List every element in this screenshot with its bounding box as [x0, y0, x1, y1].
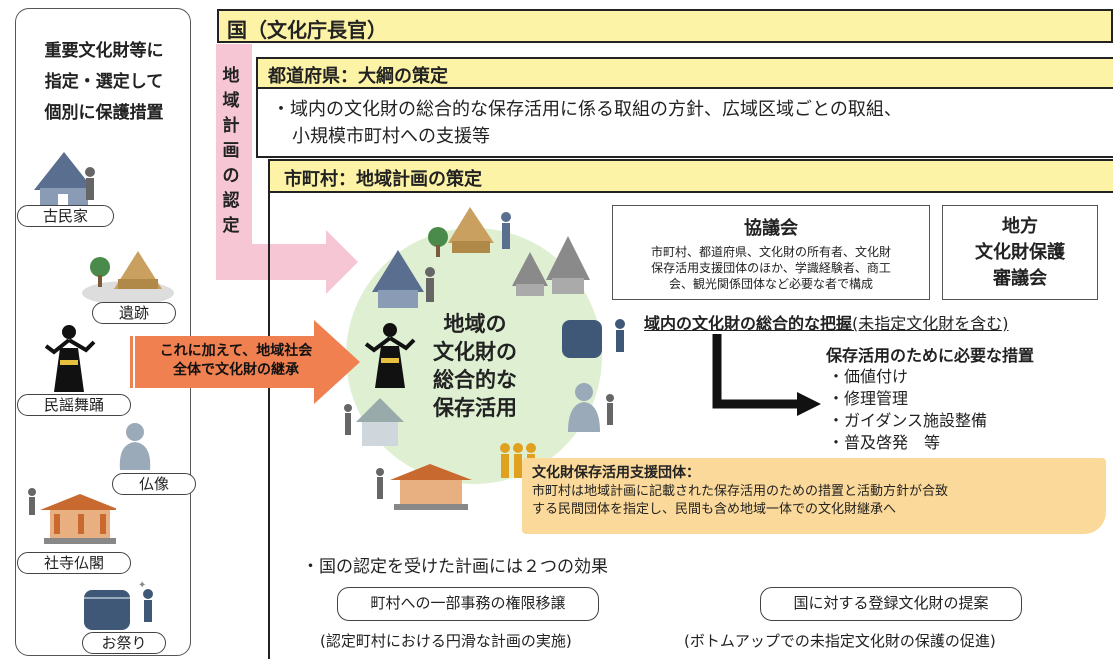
measures-title: 保存活用のために必要な措置: [826, 346, 1035, 365]
grasp-note: (未指定文化財を含む): [852, 314, 1009, 333]
measures-arrow: [712, 334, 821, 416]
festival-drum-icon: ✦: [84, 580, 153, 630]
svg-text:✦: ✦: [138, 580, 146, 591]
municipality-header: 市町村：地域計画の策定: [268, 159, 1113, 193]
circle-buddha-icon: [568, 383, 614, 432]
circle-dancer-icon: [364, 323, 416, 388]
small-house-icon: [344, 398, 404, 446]
national-header: 国（文化庁長官）: [217, 9, 1113, 43]
circle-temple-icon: [376, 464, 472, 510]
grasp-line: 域内の文化財の総合的な把握(未指定文化財を含む): [644, 310, 1009, 334]
local-council-box: 地方 文化財保護 審議会: [942, 205, 1098, 300]
grasp-main: 域内の文化財の総合的な把握: [644, 314, 853, 333]
council-box: 協議会 市町村、都道府県、文化財の所有者、文化財 保存活用支援団体のほか、学識経…: [612, 205, 930, 300]
old-house-icon: [34, 152, 95, 206]
dancer-icon: [44, 325, 96, 392]
circle-text: 地域の 文化財の 総合的な 保存活用: [433, 312, 517, 420]
council-title: 協議会: [744, 218, 798, 239]
item-temple: 社寺仏閣: [17, 552, 131, 574]
effect-box-right: 国に対する登録文化財の提案: [760, 587, 1022, 621]
prefecture-title: 都道府県：大綱の策定: [268, 66, 448, 87]
effect-box-left: 町村への一部事務の権限移譲: [337, 587, 599, 621]
left-panel-heading: 重要文化財等に 指定・選定して 個別に保護措置: [44, 41, 164, 123]
council-body: 市町村、都道府県、文化財の所有者、文化財 保存活用支援団体のほか、学識経験者、商…: [650, 245, 891, 291]
item-festival: お祭り: [82, 632, 166, 654]
effect-note-right: (ボトムアップでの未指定文化財の保護の促進): [684, 632, 996, 650]
support-org-line2: する民間団体を指定し、民間も含め地域一体での文化財継承へ: [532, 502, 897, 517]
gassho-house-pair-icon: [512, 236, 590, 296]
circle-drum-icon: [562, 319, 625, 358]
temple-icon: [28, 488, 116, 544]
item-old-house: 古民家: [17, 205, 114, 227]
national-title: 国（文化庁長官）: [227, 18, 387, 42]
buddha-statue-icon: [119, 423, 151, 470]
item-folk-dance: 民謡舞踊: [17, 394, 131, 416]
society-arrow-text: これに加えて、地域社会 全体で文化財の継承: [159, 343, 313, 378]
left-panel: [15, 8, 191, 656]
prefecture-header: 都道府県：大綱の策定: [256, 57, 1113, 89]
thatched-house-icon: [428, 207, 511, 257]
prefecture-body: ・域内の文化財の総合的な保存活用に係る取組の方針、広域区域ごとの取組、 小規模市…: [272, 99, 902, 147]
certification-label: 地 域 計 画 の 認 定: [222, 66, 240, 236]
support-org-box: 文化財保存活用支援団体： 市町村は地域計画に記載された保存活用のための措置と活動…: [522, 458, 1106, 534]
municipality-title: 市町村：地域計画の策定: [284, 169, 482, 190]
effect-note-left: (認定町村における円滑な計画の実施): [320, 632, 572, 650]
measures-list: ・価値付け ・修理管理 ・ガイダンス施設整備 ・普及啓発 等: [828, 367, 988, 452]
effects-heading: ・国の認定を受けた計画には２つの効果: [302, 557, 608, 577]
ruins-icon: [82, 251, 174, 305]
society-arrow: [126, 320, 360, 404]
item-buddha-statue: 仏像: [112, 473, 196, 495]
item-ruins: 遺跡: [92, 302, 176, 324]
gassho-house-icon: [372, 250, 435, 308]
certification-arrow: [216, 44, 358, 294]
support-org-title: 文化財保存活用支援団体：: [532, 465, 700, 481]
support-org-line1: 市町村は地域計画に記載された保存活用のための措置と活動方針が合致: [532, 484, 949, 499]
